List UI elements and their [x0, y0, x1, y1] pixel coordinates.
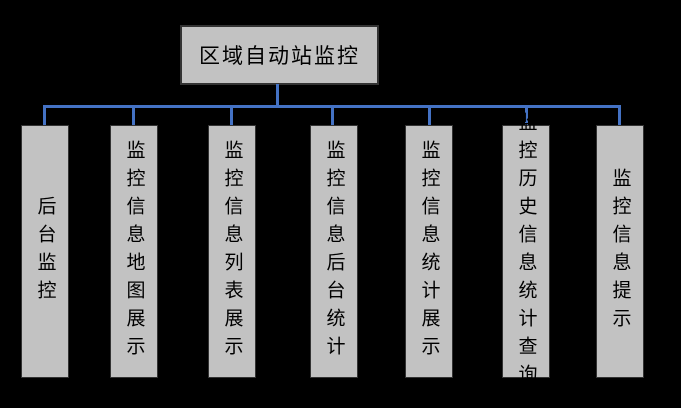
node-root: 区域自动站监控	[180, 25, 379, 85]
connector-drop-5	[428, 105, 431, 126]
connector-drop-7	[618, 105, 621, 126]
node-root-label: 区域自动站监控	[199, 44, 360, 68]
node-monitor-info-alert: 监控信息提示	[596, 125, 644, 378]
node-backend-monitoring-label: 后台监控	[34, 195, 56, 308]
node-monitor-info-statistics-display: 监控信息统计展示	[405, 125, 453, 378]
node-monitor-history-statistics-query: 监控历史信息统计查询	[502, 112, 550, 392]
node-monitor-history-statistics-query-label: 监控历史信息统计查询	[515, 111, 537, 392]
connector-drop-6	[525, 105, 528, 126]
connector-drop-4	[331, 105, 334, 126]
node-monitor-info-list-display-label: 监控信息列表展示	[221, 139, 243, 364]
node-monitor-info-map-display: 监控信息地图展示	[110, 125, 158, 378]
node-monitor-info-statistics-display-label: 监控信息统计展示	[418, 139, 440, 364]
connector-drop-2	[132, 105, 135, 126]
connector-drop-3	[230, 105, 233, 126]
node-monitor-info-backend-statistics: 监控信息后台统计	[310, 125, 358, 378]
node-monitor-info-alert-label: 监控信息提示	[609, 167, 631, 336]
connector-drop-1	[43, 105, 46, 126]
node-monitor-info-map-display-label: 监控信息地图展示	[123, 139, 145, 364]
node-backend-monitoring: 后台监控	[21, 125, 69, 378]
node-monitor-info-list-display: 监控信息列表展示	[208, 125, 256, 378]
node-monitor-info-backend-statistics-label: 监控信息后台统计	[323, 139, 345, 364]
connector-root-stem	[276, 84, 279, 106]
